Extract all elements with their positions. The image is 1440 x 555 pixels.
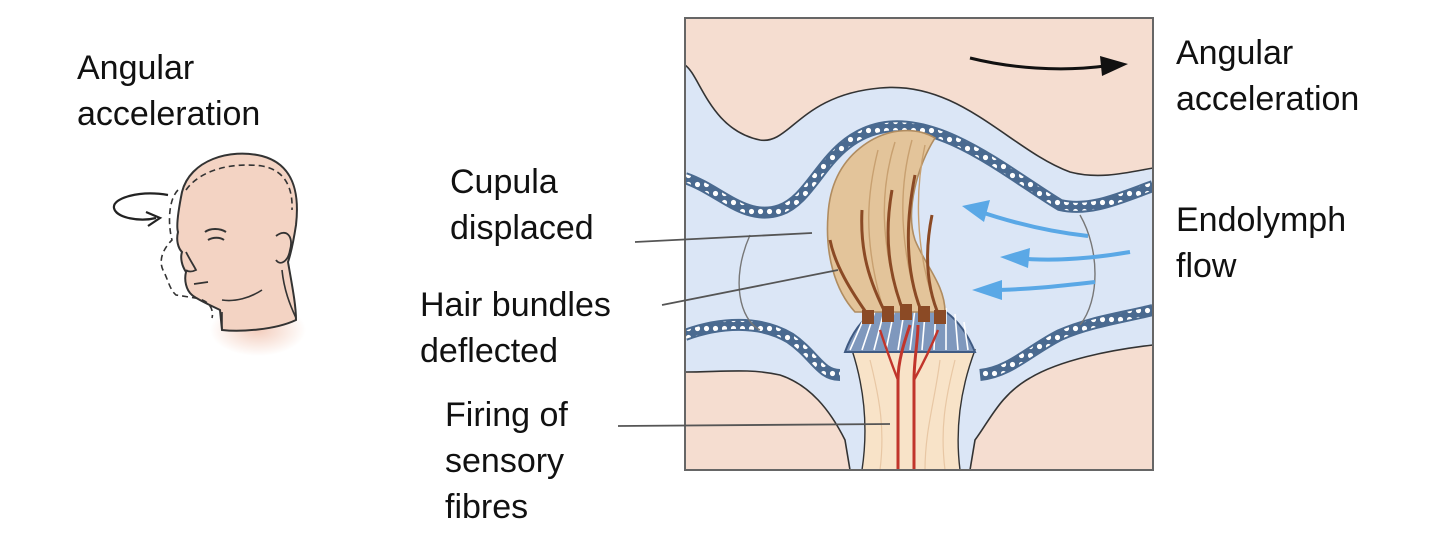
rotation-arrow-icon	[969, 56, 1128, 76]
label-line: Angular	[1176, 34, 1294, 72]
label-line: Angular	[77, 49, 195, 87]
label-line: acceleration	[77, 95, 261, 133]
label-line: acceleration	[1176, 80, 1360, 118]
rotation-arrow-icon	[112, 192, 169, 227]
label-line: Firing of	[445, 396, 568, 434]
endolymph-flow-label: Endolymph flow	[1176, 197, 1346, 289]
cupula-leader-line	[634, 232, 813, 243]
head-profile-icon	[160, 152, 306, 356]
ampulla-cross-section	[685, 18, 1153, 470]
rotation-acceleration-label: Angular acceleration	[1176, 30, 1359, 122]
label-line: displaced	[450, 209, 594, 247]
cupula-label: Cupula displaced	[450, 159, 594, 251]
label-line: flow	[1176, 247, 1237, 285]
label-line: fibres	[445, 488, 529, 526]
firing-label: Firing of sensory fibres	[445, 392, 568, 530]
hair-bundles-label: Hair bundles deflected	[420, 282, 611, 374]
head-acceleration-label: Angular acceleration	[77, 45, 260, 137]
firing-leader-line	[617, 423, 891, 427]
hair-bundles	[828, 174, 946, 324]
hair-leader-line	[661, 269, 839, 306]
ampulla-frame	[684, 17, 1154, 471]
label-line: Hair bundles	[420, 286, 611, 324]
flow-arrow-icon	[962, 200, 1131, 300]
label-line: Cupula	[450, 163, 558, 201]
label-line: Endolymph	[1176, 201, 1347, 239]
label-line: deflected	[420, 332, 558, 370]
label-line: sensory	[445, 442, 565, 480]
